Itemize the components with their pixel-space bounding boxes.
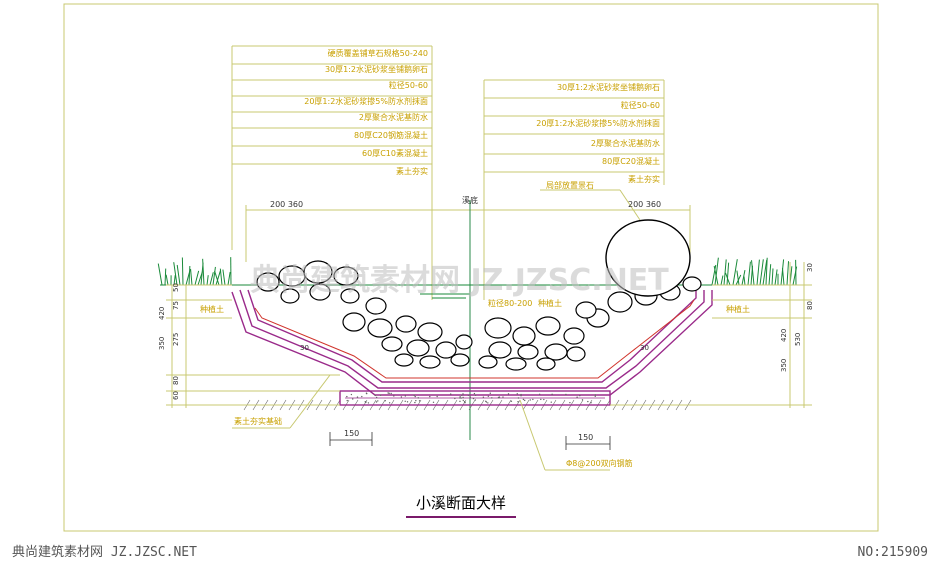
left-callout-item: 60厚C10素混凝土 [362,148,428,158]
cobble-stone [536,357,556,371]
left-dim-item: 75 [172,301,180,310]
right-dim-item: 420 [780,329,788,342]
footer-left: 典尚建筑素材网 JZ.JZSC.NET [12,545,197,560]
right-dim-texts: 30 80 350 420 530 [780,263,814,372]
cobble-stone [478,355,498,369]
dim-bottom-left: 150 [344,429,359,438]
cobble-stone [575,301,597,319]
right-callout-block [483,79,665,300]
foundation-leader-2 [289,374,331,429]
left-planting-label: 种植土 [200,304,224,314]
center-mark-label: 溪底 [462,195,478,205]
cobble-stone [682,276,702,292]
dim-right-top: 200 360 [628,200,661,209]
cobble-stone [395,315,417,333]
cobble-stone [333,266,359,286]
right-callout-item: 20厚1:2水泥砂浆掺5%防水剂抹面 [536,118,660,128]
angle-left: 30 [300,344,309,352]
slab-dots [346,392,597,404]
foundation-slab [339,390,611,406]
left-callout-item: 30厚1:2水泥砂浆坐铺鹅卵石 [325,64,428,74]
cobble-stone [367,318,393,338]
left-dim-texts: 50 75 275 80 60 350 420 [158,283,180,400]
cobble-stone [505,357,527,371]
left-callout-item: 硬质覆盖铺草石规格50-240 [328,48,428,58]
cobble-stone [563,327,585,345]
cobble-stone [512,326,536,346]
left-callout-item: 2厚聚合水泥基防水 [359,112,428,122]
left-callout-item: 20厚1:2水泥砂浆掺5%防水剂抹面 [304,96,428,106]
rebar-note: Φ8@200双向钢筋 [566,458,633,468]
cobble-stone [607,291,633,313]
cobble-stone [535,316,561,336]
cobble-stone [488,341,512,359]
cobble-stone [342,312,366,332]
left-callout-item: 素土夯实 [396,166,428,176]
cobble-stone [419,355,441,369]
right-vertical-dimension [610,262,812,408]
cobble-stone [256,272,280,292]
cobble-stone [417,322,443,342]
cobble-stones [256,260,702,371]
cobble-stone [450,353,470,367]
drawing-title: 小溪断面大样 [416,494,506,512]
left-dim-item: 50 [172,283,180,292]
right-dim-item: 30 [806,263,814,272]
cobble-stone [303,260,333,284]
grass-right [711,257,798,286]
bottom-dimensions [329,432,611,450]
cobble-stone [381,336,403,352]
cobble-stone [566,346,586,362]
boulder-label: 局部放置景石 [546,180,594,190]
angle-right: 30 [640,344,649,352]
right-callout-item: 30厚1:2水泥砂浆坐铺鹅卵石 [557,82,660,92]
right-callout-item: 2厚聚合水泥基防水 [591,138,660,148]
cobble-stone [517,344,539,360]
left-callout-item: 粒径50-60 [389,80,428,90]
left-dim-item: 350 [158,337,166,350]
cobble-stone [484,317,512,339]
cobble-stone [340,288,360,304]
cobble-stone [280,288,300,304]
foundation-note: 素土夯实基础 [234,416,282,426]
rebar-leader-2 [519,399,546,471]
channel-lining [231,289,713,396]
cobble-stone [455,334,473,350]
left-dim-item: 275 [172,333,180,346]
cobble-stone [394,353,414,367]
left-callout-item: 80厚C20钢筋混凝土 [354,130,428,140]
footer-right: NO:215909 [857,545,928,560]
right-callout-item: 素土夯实 [628,174,660,184]
right-callout-item: 80厚C20混凝土 [602,156,660,166]
dim-left-top: 200 360 [270,200,303,209]
left-callout-block [231,45,433,300]
cobble-stone [365,297,387,315]
cobble-stone [435,341,457,359]
dim-bottom-right: 150 [578,433,593,442]
right-callout-item: 粒径50-60 [621,100,660,110]
right-dim-item: 530 [794,333,802,346]
cobble-size-label: 粒径80-200 [488,298,532,308]
watermark: 典尚建筑素材网 JZ.JZSC.NET [250,263,669,298]
lining-label: 种植土 [538,298,562,308]
water-surface [420,293,470,299]
left-dim-item: 420 [158,307,166,320]
cobble-stone [406,339,430,357]
grass-left [157,257,232,286]
right-dim-item: 80 [806,301,814,310]
cobble-stone [309,283,331,301]
right-planting-label: 种植土 [726,304,750,314]
left-dim-item: 80 [172,376,180,385]
drawing-frame [63,3,879,532]
boulder [605,219,691,297]
right-dim-item: 350 [780,359,788,372]
left-dim-item: 60 [172,391,180,400]
left-vertical-dimension [166,284,340,408]
rebar-line [254,299,695,379]
